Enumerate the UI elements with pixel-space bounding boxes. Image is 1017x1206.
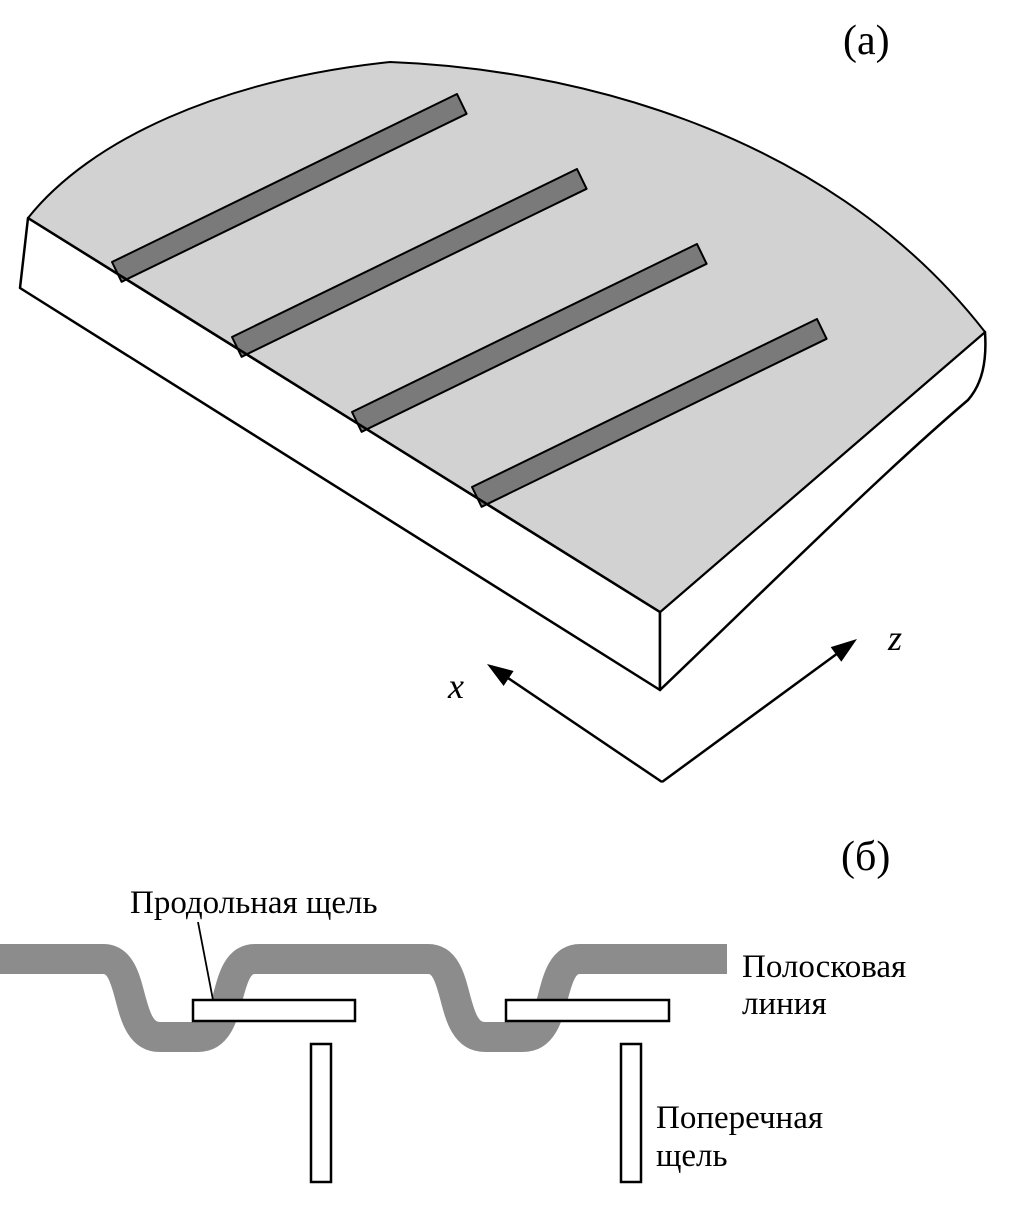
x-axis-arrow-line <box>504 674 663 784</box>
longitudinal-slot-2 <box>504 998 671 1023</box>
panel-b-schematic: (б) Продольная щель Полосковая линия Поп… <box>0 834 906 1184</box>
longitudinal-slot-1 <box>191 998 357 1023</box>
coordinate-axes: x z <box>447 618 902 784</box>
slab-right-face <box>658 330 987 692</box>
x-axis-arrowhead-icon <box>487 664 514 686</box>
stripline-meander <box>0 944 727 1052</box>
stripline-label-line2: линия <box>742 986 827 1022</box>
transverse-slot-1 <box>309 1042 333 1184</box>
z-axis-label: z <box>887 618 902 658</box>
longitudinal-slot-label: Продольная щель <box>130 885 378 921</box>
transverse-slot-label-line2: щель <box>656 1138 728 1174</box>
panel-a-label: (а) <box>843 18 890 64</box>
transverse-slot-2 <box>619 1042 643 1184</box>
z-axis-arrow-line <box>661 651 839 784</box>
longitudinal-slot-pointer-line <box>197 921 214 1001</box>
panel-a-3d-slab: x z (а) <box>18 18 987 784</box>
transverse-slot-label-line1: Поперечная <box>656 1100 823 1136</box>
x-axis-label: x <box>447 666 464 706</box>
slab-front-edge <box>27 216 661 614</box>
z-axis-arrowhead-icon <box>830 639 857 662</box>
panel-b-label: (б) <box>841 834 890 880</box>
stripline-label-line1: Полосковая <box>742 949 906 985</box>
